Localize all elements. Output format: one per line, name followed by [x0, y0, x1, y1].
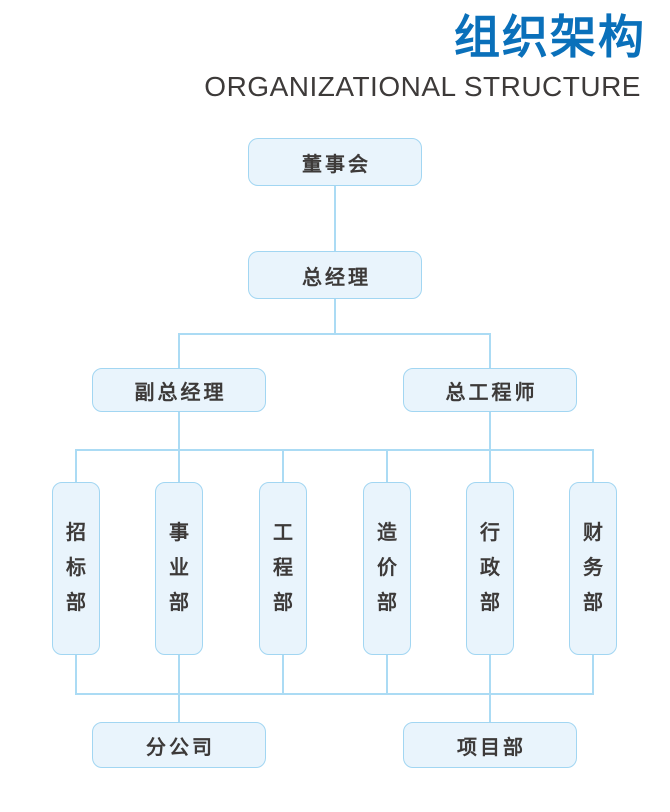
connector [489, 411, 491, 451]
org-node-label: 行政部 [480, 522, 500, 614]
connector [489, 654, 491, 695]
page-title: 组织架构 [454, 11, 646, 63]
org-node-label: 副总经理 [134, 381, 227, 404]
connector [282, 654, 284, 695]
connector [178, 333, 180, 369]
org-node-label: 事业部 [169, 522, 189, 614]
connector [386, 449, 388, 483]
org-node-label: 总工程师 [445, 381, 538, 404]
org-node-deputy-general-manager: 副总经理 [92, 368, 266, 412]
org-node-label: 董事会 [302, 153, 371, 176]
connector [489, 333, 491, 369]
org-node-label: 造价部 [377, 522, 397, 614]
org-node-label: 财务部 [583, 522, 603, 614]
org-node-branch-company: 分公司 [92, 722, 266, 768]
org-node-cost-dept: 造价部 [363, 482, 411, 655]
connector [489, 693, 491, 722]
org-node-engineering-dept: 工程部 [259, 482, 307, 655]
connector [334, 186, 336, 252]
connector [489, 449, 491, 483]
connector [334, 299, 336, 335]
org-node-bidding-dept: 招标部 [52, 482, 100, 655]
connector [178, 333, 491, 335]
org-node-finance-dept: 财务部 [569, 482, 617, 655]
connector [178, 693, 180, 722]
connector [386, 654, 388, 695]
connector [75, 449, 77, 483]
connector [178, 411, 180, 451]
connector [178, 654, 180, 695]
connector [75, 449, 594, 451]
org-node-label: 总经理 [302, 266, 371, 289]
connector [75, 693, 594, 695]
org-node-label: 分公司 [146, 736, 215, 759]
connector [282, 449, 284, 483]
connector [178, 449, 180, 483]
connector [75, 654, 77, 695]
org-node-general-manager: 总经理 [248, 251, 422, 299]
org-node-chief-engineer: 总工程师 [403, 368, 577, 412]
org-node-board: 董事会 [248, 138, 422, 186]
org-node-project-dept: 项目部 [403, 722, 577, 768]
org-node-business-dept: 事业部 [155, 482, 203, 655]
page-subtitle: ORGANIZATIONAL STRUCTURE [204, 71, 641, 102]
org-node-label: 项目部 [457, 736, 526, 759]
org-node-label: 招标部 [66, 522, 86, 614]
org-node-label: 工程部 [273, 522, 293, 614]
org-node-admin-dept: 行政部 [466, 482, 514, 655]
connector [592, 654, 594, 695]
connector [592, 449, 594, 483]
